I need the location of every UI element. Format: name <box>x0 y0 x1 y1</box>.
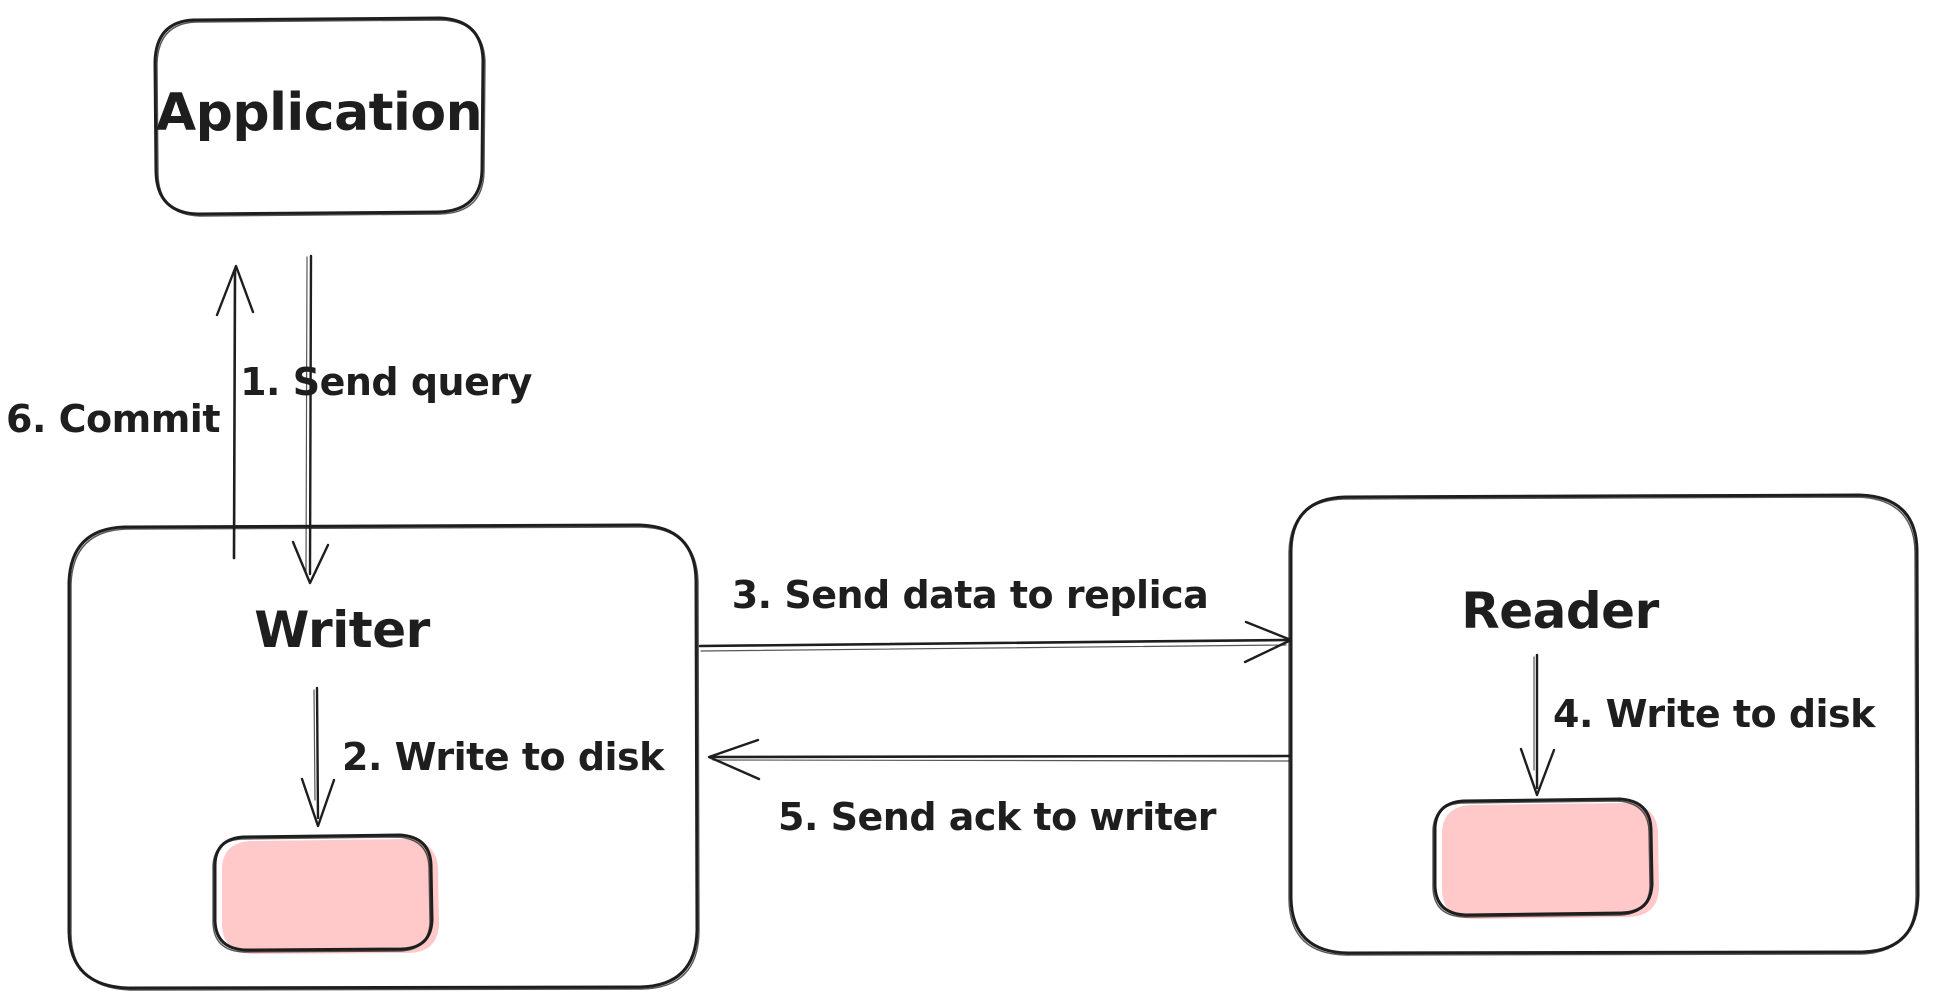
reader-disk-shape <box>1432 797 1659 919</box>
send-query-arrow <box>291 254 330 585</box>
write-to-disk-reader-label: 4. Write to disk <box>1553 692 1875 736</box>
commit-arrow <box>215 264 255 560</box>
write-to-disk-reader-arrow <box>1519 653 1556 797</box>
write-to-disk-writer-label: 2. Write to disk <box>342 735 664 779</box>
send-data-to-replica-arrow <box>698 620 1293 664</box>
send-data-to-replica-label: 3. Send data to replica <box>731 573 1209 617</box>
write-to-disk-reader-arrowhead <box>1519 747 1556 797</box>
reader-box-outline <box>1289 493 1920 955</box>
application-label: Application <box>155 83 483 143</box>
send-query-arrowhead <box>291 540 330 585</box>
application-box-outline-rough <box>156 19 486 217</box>
reader-disk-outline-rough <box>1432 800 1651 918</box>
reader-disk-underlay <box>1442 803 1659 919</box>
application-node-shape <box>153 16 486 217</box>
writer-disk-shape <box>212 833 439 954</box>
commit-arrowhead <box>215 264 255 317</box>
writer-box-outline-rough <box>70 526 700 991</box>
commit-label: 6. Commit <box>6 397 220 441</box>
reader-label: Reader <box>1461 582 1659 640</box>
writer-box-outline <box>67 523 699 990</box>
reader-node-shape <box>1288 493 1920 956</box>
writer-disk-box <box>213 833 434 952</box>
write-to-disk-writer-arrowhead <box>300 777 336 828</box>
send-ack-to-writer-arrow <box>707 738 1292 781</box>
writer-node-shape <box>67 523 700 991</box>
writer-disk-underlay <box>222 839 439 954</box>
send-ack-to-writer-arrowhead <box>707 738 761 781</box>
writer-disk-outline-rough <box>212 836 431 953</box>
write-to-disk-writer-arrow <box>300 686 336 828</box>
send-ack-to-writer-label: 5. Send ack to writer <box>778 795 1216 839</box>
send-data-to-replica-arrowhead <box>1243 620 1293 664</box>
send-query-label: 1. Send query <box>240 360 532 404</box>
reader-disk-box <box>1433 797 1654 917</box>
writer-label: Writer <box>254 601 430 659</box>
reader-box-outline-rough <box>1288 496 1917 956</box>
